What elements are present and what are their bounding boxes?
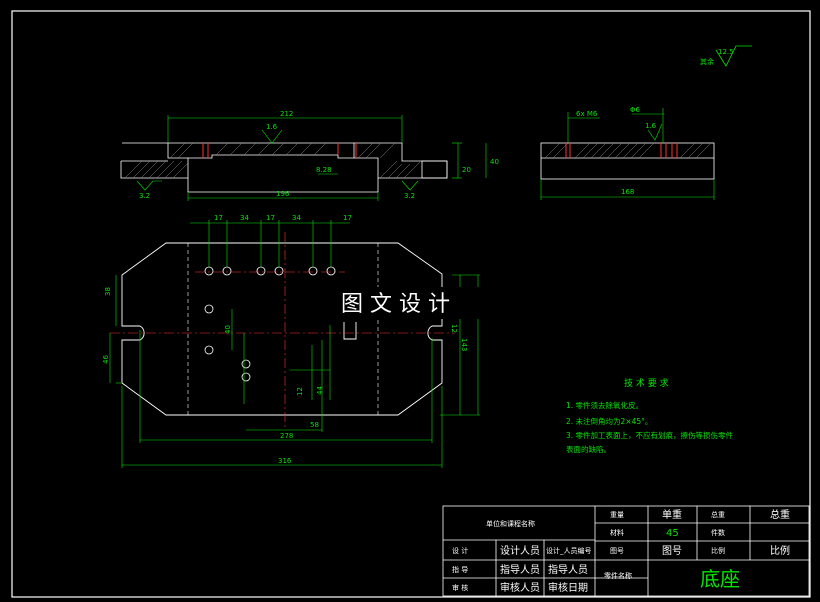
dim-12: 12	[296, 387, 304, 396]
plan-view: 17 34 17 34 17 38 46 40 12 44 58 143 12 …	[102, 214, 480, 468]
dim-44: 44	[316, 386, 324, 395]
dim-width-316: 316	[278, 457, 292, 465]
tb-guide: 指导人员	[500, 563, 540, 576]
drawing-border	[11, 10, 811, 598]
dim-slot: 8.28	[316, 166, 332, 174]
dim-spacing-1: 17	[214, 214, 223, 222]
watermark: 图 文 设 计	[341, 292, 450, 317]
tb-part-name: 底座	[700, 567, 740, 591]
tb-guide-label: 指 导	[452, 565, 468, 574]
tb-unit-name: 单位和课程名称	[486, 519, 535, 528]
tb-weight-small: 重量	[610, 511, 624, 519]
tech-req-item-4: 表面的缺陷。	[566, 444, 611, 454]
dim-58: 58	[310, 421, 319, 429]
dim-roughness-slot: 1.6	[266, 123, 278, 131]
dim-rough-right: 3.2	[404, 192, 415, 200]
tb-single-weight: 单重	[662, 508, 682, 521]
dim-width-278: 278	[280, 432, 293, 440]
dim-40: 40	[224, 325, 232, 334]
dim-hole-phi: Φ6	[630, 106, 641, 114]
tb-material-value: 45	[666, 528, 679, 539]
dim-left-38: 38	[104, 287, 112, 296]
section-view: 212 1.6 196 8.28 20 40 3.2 3.2	[120, 110, 499, 201]
tb-guide-2: 指导人员	[548, 563, 588, 576]
roughness-value: 12.5	[718, 48, 734, 56]
tech-req-item-2: 2. 未注倒角均为2×45°。	[566, 416, 652, 426]
tb-scale: 比例	[770, 544, 790, 557]
dim-bottom-width: 196	[276, 190, 290, 198]
dim-height-40: 40	[490, 158, 499, 166]
tb-material-small: 材料	[610, 528, 624, 537]
dim-overall-width: 212	[280, 110, 293, 118]
dim-spacing-2: 34	[240, 214, 249, 222]
dim-height-20: 20	[462, 166, 471, 174]
tb-total-small: 总重	[711, 510, 725, 519]
tb-scale-small: 比例	[711, 546, 725, 555]
dim-right-12: 12	[450, 324, 458, 333]
dim-side-rough: 1.6	[645, 122, 657, 130]
tb-drawing-no: 图号	[662, 545, 682, 557]
tb-review-date: 审核日期	[548, 581, 588, 594]
tech-req-title: 技 术 要 求	[624, 377, 669, 389]
title-block	[442, 505, 810, 597]
dim-spacing-3: 17	[266, 214, 275, 222]
tech-req-item-3: 3. 零件加工表面上，不应有划痕，擦伤等损伤零件	[566, 430, 734, 440]
watermark-backdrop	[334, 287, 494, 319]
tech-requirements: 技 术 要 求 1. 零件须去除氧化皮。 2. 未注倒角均为2×45°。 3. …	[566, 377, 734, 454]
tb-review-label: 审 核	[452, 583, 468, 592]
dim-hole-spec: 6x M6	[576, 110, 598, 118]
tb-designer-label: 设 计	[452, 546, 468, 555]
roughness-symbol-default	[715, 45, 752, 67]
roughness-label: 其余	[700, 57, 714, 66]
tb-designer-id: 设计_人员编号	[546, 546, 592, 555]
side-view: 6x M6 Φ6 1.6 168	[540, 106, 715, 200]
dim-right-143: 143	[460, 338, 468, 351]
tb-drawing-no-small: 图号	[610, 547, 624, 555]
tb-part-name-small: 零件名称	[604, 571, 632, 580]
dim-side-width: 168	[621, 188, 634, 196]
tech-req-item-1: 1. 零件须去除氧化皮。	[566, 400, 643, 410]
tb-parts-small: 件数	[711, 528, 725, 537]
tb-designer: 设计人员	[500, 544, 540, 557]
dim-spacing-4: 34	[292, 214, 301, 222]
dim-rough-left: 3.2	[139, 192, 150, 200]
tb-reviewer: 审核人员	[500, 581, 540, 594]
dim-spacing-5: 17	[343, 214, 352, 222]
tb-total-weight: 总重	[770, 508, 790, 521]
dim-left-46: 46	[102, 355, 110, 364]
